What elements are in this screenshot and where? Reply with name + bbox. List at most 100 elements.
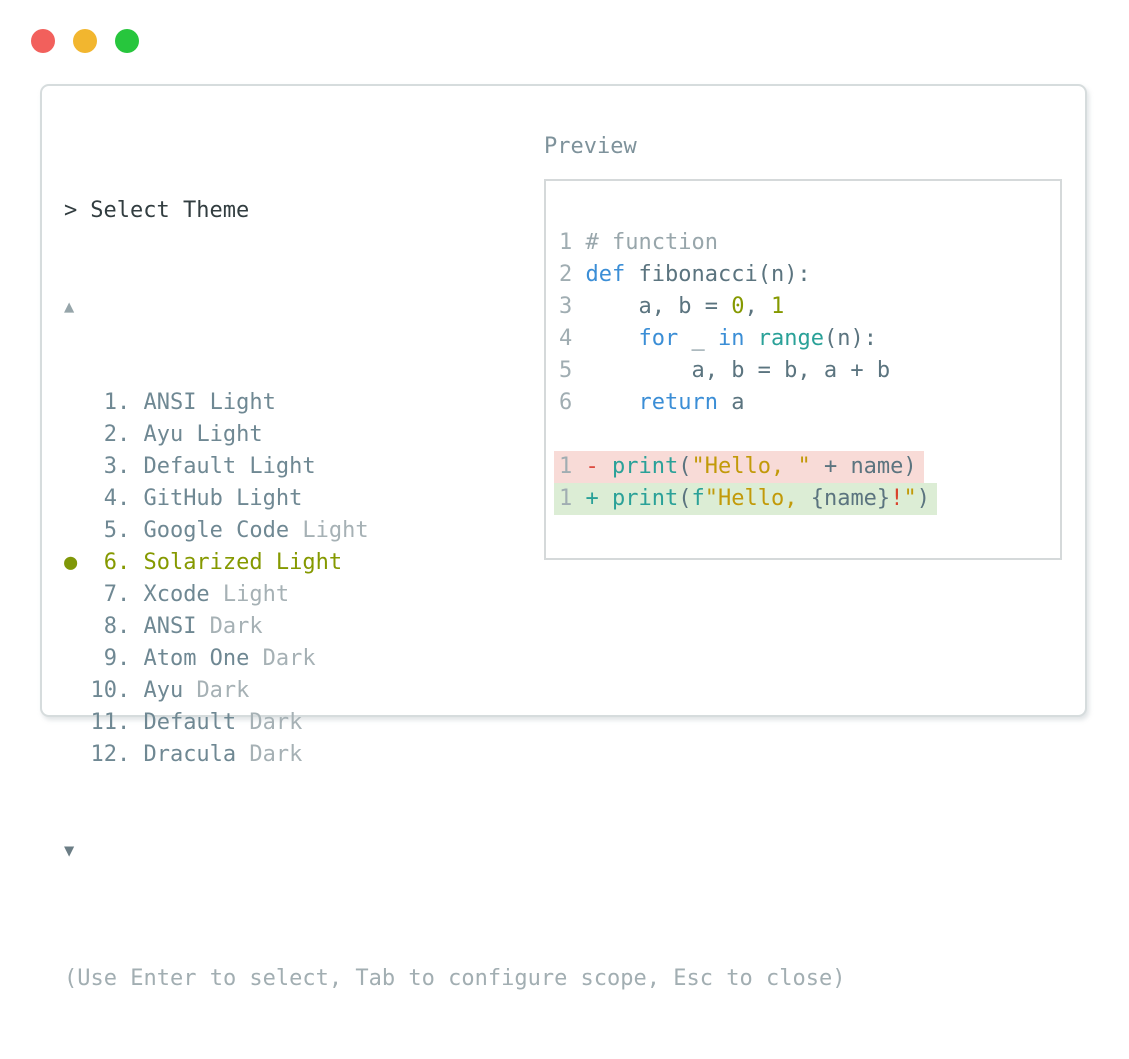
bullet-spacer [64,611,90,643]
token-kw: in [717,326,745,351]
token-st: "Hello, " [691,454,811,479]
code-line: 1 - print("Hello, " + name) [554,451,1060,483]
theme-name: ANSI [143,390,197,415]
theme-name: Ayu [143,678,184,703]
token-mi: - [585,454,599,479]
bullet-spacer [64,515,90,547]
code-line: 3 a, b = 0, 1 [559,291,1060,323]
bullet-spacer [64,579,90,611]
token-nm: 0 [731,294,745,319]
theme-number: 2. [103,422,131,447]
theme-number: 11. [90,710,131,735]
theme-item-google-code-light[interactable]: 5. Google Code Light [64,515,845,547]
token-tx [586,326,639,351]
token-ln: 1 [559,486,573,511]
token-tx [586,390,639,415]
token-tx: (n): [823,326,877,351]
token-tx: _ [678,326,718,351]
code-line: 6 return a [559,387,1060,419]
token-st: "Hello, [704,486,811,511]
theme-name: Dracula [143,742,237,767]
bullet-spacer [64,483,90,515]
theme-name: GitHub [143,486,223,511]
diff-added-line: 1 + print(f"Hello, {name}!") [554,483,937,515]
bullet-spacer [64,451,90,483]
token-fn: range [757,326,824,351]
theme-item-github-light[interactable]: 4. GitHub Light [64,483,845,515]
token-tx [572,294,585,319]
token-tx [572,486,585,511]
token-kw: for [638,326,679,351]
theme-number: 10. [90,678,131,703]
token-tx [572,326,585,351]
theme-item-ansi-light[interactable]: 1. ANSI Light [64,387,845,419]
theme-item-ayu-light[interactable]: 2. Ayu Light [64,419,845,451]
token-kw: def [585,262,626,287]
theme-name: Ayu [143,422,184,447]
close-button[interactable] [31,29,55,53]
token-tx: ( [678,454,692,479]
token-tx [599,454,612,479]
theme-name: Google Code [143,518,290,543]
prompt-title: >Select Theme [64,195,845,227]
token-tx: {name} [810,486,891,511]
code-line: 1 # function [559,227,1060,259]
token-tx: ( [678,486,692,511]
scroll-up-icon[interactable]: ▲ [64,297,75,317]
token-tx: a, b = b, a + b [585,358,891,383]
token-tx [572,262,585,287]
token-tx [572,358,585,383]
token-cm: # function [585,230,718,255]
theme-variant: Dark [249,710,303,735]
theme-name: Atom One [143,646,250,671]
theme-variant: Dark [262,646,316,671]
maximize-button[interactable] [115,29,139,53]
token-tx: + name) [810,454,917,479]
token-tx [572,230,585,255]
token-nm: 1 [770,294,785,319]
minimize-button[interactable] [73,29,97,53]
code-line: 5 a, b = b, a + b [559,355,1060,387]
token-tx: ) [916,486,930,511]
token-fn: print [612,454,679,479]
bullet-spacer [64,707,90,739]
theme-variant: Light [209,390,276,415]
theme-number: 3. [103,454,131,479]
theme-number: 1. [103,390,131,415]
token-tx [599,486,612,511]
theme-name: Default [143,710,237,735]
token-ln: 4 [559,326,573,351]
token-ln: 6 [559,390,573,415]
theme-number: 4. [103,486,131,511]
theme-name: Solarized [143,550,263,575]
token-kw: return [638,390,718,415]
theme-variant: Light [302,518,369,543]
theme-number: 5. [103,518,131,543]
scroll-down-icon[interactable]: ▼ [64,841,75,861]
token-fn: f [691,486,705,511]
theme-item-atom-one-dark[interactable]: 9. Atom One Dark [64,643,845,675]
theme-variant: Dark [209,614,263,639]
theme-number: 9. [103,646,131,671]
theme-name: Xcode [143,582,210,607]
token-tx [572,390,585,415]
token-tx: , [744,294,771,319]
token-ln: 1 [559,230,573,255]
token-ln: 5 [559,358,573,383]
token-st: " [903,486,917,511]
theme-variant: Light [236,486,303,511]
theme-item-default-dark[interactable]: 11. Default Dark [64,707,845,739]
theme-variant: Light [196,422,263,447]
traffic-lights [31,29,139,53]
theme-item-ayu-dark[interactable]: 10. Ayu Dark [64,675,845,707]
selected-bullet-icon: ● [64,550,78,575]
theme-variant: Dark [196,678,250,703]
theme-variant: Light [222,582,290,607]
theme-name: Default [143,454,237,479]
